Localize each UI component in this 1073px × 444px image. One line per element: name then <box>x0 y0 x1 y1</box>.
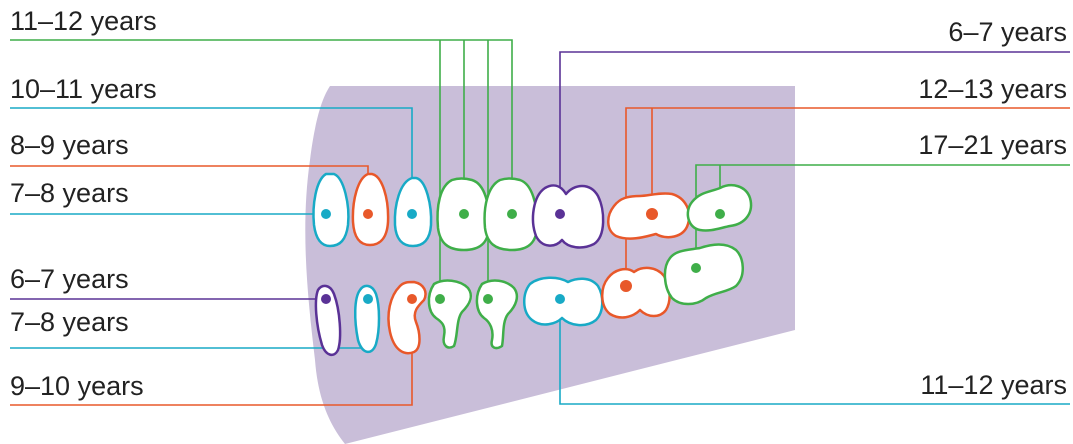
dot-lower-second-premolar <box>483 294 493 304</box>
label-8-9-years: 8–9 years <box>10 130 129 160</box>
dot-upper-first-premolar <box>459 209 469 219</box>
dot-lower-first-premolar <box>435 294 445 304</box>
leader-line-17-21 <box>695 164 1070 268</box>
leader-line-6-7-right <box>559 51 1070 214</box>
dot-upper-lateral-incisor <box>363 209 373 219</box>
dot-lower-first-molar <box>555 294 565 304</box>
label-7-8-years-upper: 7–8 years <box>10 178 129 208</box>
dot-upper-second-premolar <box>507 209 517 219</box>
lower-lateral-incisor <box>354 284 381 353</box>
dot-lower-second-molar <box>620 280 632 292</box>
dot-upper-second-molar <box>646 208 658 220</box>
dot-upper-first-molar <box>555 209 565 219</box>
leader-line-11-12-right <box>559 299 1070 405</box>
upper-third-molar <box>686 184 753 232</box>
dot-lower-canine <box>407 294 417 304</box>
label-17-21-years: 17–21 years <box>918 130 1067 160</box>
dot-lower-central-incisor <box>321 294 331 304</box>
label-11-12-years-lower-right: 11–12 years <box>920 370 1067 400</box>
lower-central-incisor <box>314 284 342 357</box>
label-6-7-years-lower: 6–7 years <box>10 264 129 294</box>
dot-lower-third-molar <box>691 263 701 273</box>
dot-upper-third-molar <box>715 209 725 219</box>
leader-line-11-12-top <box>10 39 513 214</box>
lower-third-molar <box>663 243 744 306</box>
upper-lateral-incisor <box>351 172 390 247</box>
label-11-12-years-upper: 11–12 years <box>10 6 157 36</box>
upper-first-molar <box>531 184 605 249</box>
label-9-10-years: 9–10 years <box>10 371 144 401</box>
lower-second-molar <box>601 266 671 319</box>
label-7-8-years-lower: 7–8 years <box>10 307 129 337</box>
upper-central-incisor <box>312 172 350 248</box>
label-12-13-years: 12–13 years <box>918 74 1067 104</box>
dot-lower-lateral-incisor <box>363 294 373 304</box>
label-10-11-years: 10–11 years <box>10 74 157 104</box>
label-6-7-years-upper-right: 6–7 years <box>948 17 1067 47</box>
dot-upper-central-incisor <box>321 209 331 219</box>
dot-upper-canine <box>407 209 417 219</box>
jaw-background-shape <box>305 86 795 444</box>
